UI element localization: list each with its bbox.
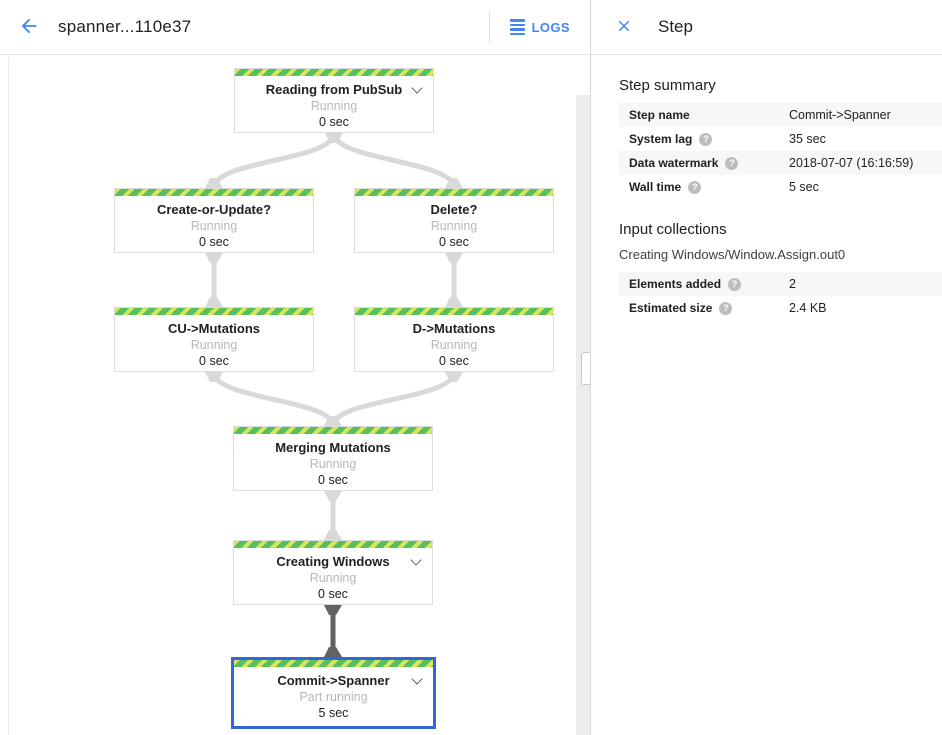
logs-button-label: LOGS bbox=[531, 19, 570, 35]
summary-row-system-lag: System lag ? 35 sec bbox=[619, 127, 942, 151]
node-cu-mutations[interactable]: CU->Mutations Running 0 sec bbox=[114, 307, 314, 372]
logs-list-icon bbox=[509, 19, 525, 35]
input-collections-heading: Input collections bbox=[619, 221, 727, 238]
edge-nubs-dark bbox=[324, 605, 342, 657]
help-icon[interactable]: ? bbox=[728, 277, 742, 291]
node-merging-mutations[interactable]: Merging Mutations Running 0 sec bbox=[233, 426, 433, 491]
step-details-panel: Step Step summary Step name Commit->Span… bbox=[590, 0, 942, 735]
help-icon[interactable]: ? bbox=[719, 301, 733, 315]
edge bbox=[331, 132, 457, 189]
summary-row-step-name: Step name Commit->Spanner bbox=[619, 103, 942, 127]
summary-row-wall-time: Wall time ? 5 sec bbox=[619, 175, 942, 199]
node-title: Merging Mutations bbox=[275, 440, 391, 455]
collection-row-elements-added: Elements added ? 2 bbox=[619, 272, 942, 296]
back-button[interactable] bbox=[17, 15, 41, 39]
close-panel-button[interactable] bbox=[612, 15, 636, 39]
node-create-or-update[interactable]: Create-or-Update? Running 0 sec bbox=[114, 188, 314, 253]
node-delete[interactable]: Delete? Running 0 sec bbox=[354, 188, 554, 253]
node-title: Delete? bbox=[430, 202, 478, 217]
back-arrow-icon bbox=[18, 15, 40, 40]
running-stripe bbox=[234, 660, 433, 667]
help-icon[interactable]: ? bbox=[688, 180, 702, 194]
help-icon[interactable]: ? bbox=[699, 132, 713, 146]
running-stripe bbox=[234, 541, 432, 548]
node-duration: 0 sec bbox=[199, 354, 229, 368]
row-value: 2018-07-07 (16:16:59) bbox=[789, 156, 914, 170]
edge-nubs-light bbox=[205, 133, 463, 540]
running-stripe bbox=[234, 427, 432, 434]
close-icon bbox=[615, 17, 633, 38]
row-label: Estimated size bbox=[629, 301, 713, 315]
top-header: spanner...110e37 LOGS bbox=[0, 0, 590, 55]
row-value: 2 bbox=[789, 277, 796, 291]
step-summary-heading: Step summary bbox=[619, 77, 716, 94]
node-title: Create-or-Update? bbox=[156, 202, 272, 217]
node-title: Creating Windows bbox=[276, 554, 390, 569]
node-status: Running bbox=[309, 457, 357, 471]
running-stripe bbox=[235, 69, 433, 76]
job-title: spanner...110e37 bbox=[58, 17, 192, 36]
node-duration: 0 sec bbox=[318, 587, 348, 601]
running-stripe bbox=[355, 189, 553, 196]
panel-header: Step bbox=[591, 0, 942, 55]
node-status: Running bbox=[309, 571, 357, 585]
running-stripe bbox=[355, 308, 553, 315]
node-title: Commit->Spanner bbox=[277, 673, 390, 688]
row-label: System lag bbox=[629, 132, 693, 146]
help-icon[interactable]: ? bbox=[725, 156, 739, 170]
node-reading-from-pubsub[interactable]: Reading from PubSub Running 0 sec bbox=[234, 68, 434, 133]
edge bbox=[330, 371, 457, 427]
node-status: Running bbox=[430, 338, 478, 352]
edge bbox=[211, 132, 337, 189]
summary-row-data-watermark: Data watermark ? 2018-07-07 (16:16:59) bbox=[619, 151, 942, 175]
node-d-mutations[interactable]: D->Mutations Running 0 sec bbox=[354, 307, 554, 372]
row-label: Data watermark bbox=[629, 156, 719, 170]
row-label: Wall time bbox=[629, 180, 682, 194]
panel-body: Step summary Step name Commit->Spanner S… bbox=[591, 77, 942, 320]
node-duration: 0 sec bbox=[439, 354, 469, 368]
node-duration: 0 sec bbox=[318, 473, 348, 487]
node-title: Reading from PubSub bbox=[265, 82, 403, 97]
node-status: Running bbox=[190, 338, 238, 352]
node-commit-spanner[interactable]: Commit->Spanner Part running 5 sec bbox=[231, 657, 436, 729]
collection-row-estimated-size: Estimated size ? 2.4 KB bbox=[619, 296, 942, 320]
graph-edges bbox=[205, 132, 463, 657]
input-collection-name: Creating Windows/Window.Assign.out0 bbox=[619, 247, 846, 262]
node-status: Running bbox=[190, 219, 238, 233]
row-label: Step name bbox=[629, 108, 690, 122]
node-duration: 0 sec bbox=[439, 235, 469, 249]
node-duration: 5 sec bbox=[318, 706, 349, 720]
node-title: D->Mutations bbox=[412, 321, 496, 336]
logs-button[interactable]: LOGS bbox=[490, 0, 590, 55]
graph-scrollbar-track[interactable] bbox=[576, 95, 590, 735]
node-status: Running bbox=[430, 219, 478, 233]
canvas-left-border bbox=[8, 57, 9, 735]
edge bbox=[211, 371, 336, 427]
node-duration: 0 sec bbox=[319, 115, 349, 129]
node-creating-windows[interactable]: Creating Windows Running 0 sec bbox=[233, 540, 433, 605]
row-label: Elements added bbox=[629, 277, 722, 291]
row-value: 35 sec bbox=[789, 132, 826, 146]
running-stripe bbox=[115, 189, 313, 196]
header-separator bbox=[488, 11, 490, 43]
node-title: CU->Mutations bbox=[167, 321, 261, 336]
job-graph-canvas: Reading from PubSub Running 0 sec Create… bbox=[0, 55, 591, 735]
running-stripe bbox=[115, 308, 313, 315]
node-duration: 0 sec bbox=[199, 235, 229, 249]
row-value: 5 sec bbox=[789, 180, 819, 194]
row-value: 2.4 KB bbox=[789, 301, 827, 315]
node-status: Running bbox=[310, 99, 358, 113]
row-value: Commit->Spanner bbox=[789, 108, 891, 122]
panel-title: Step bbox=[658, 17, 693, 36]
node-status: Part running bbox=[299, 690, 368, 704]
